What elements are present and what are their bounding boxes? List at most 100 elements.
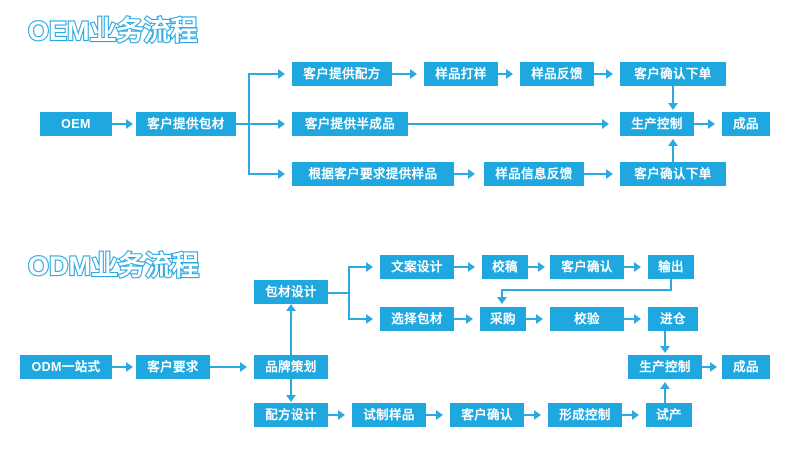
node-odm-production-control[interactable]: 生产控制 [628,355,702,379]
connector-odm-start-to-requirements [112,366,128,368]
node-odm-proofreading[interactable]: 校稿 [482,255,528,279]
connector-inspection-to-warehousing [624,318,640,320]
node-odm-form-control[interactable]: 形成控制 [548,403,622,427]
node-odm-finished-product[interactable]: 成品 [722,355,770,379]
connector-order-top-to-production [672,86,674,104]
connector-output-to-purchase-vertical [501,289,503,299]
connector-branch-to-semifinished [248,123,282,125]
arrowhead-odm-production-to-final [710,362,717,372]
connector-production-to-final [694,123,712,125]
arrowhead-semifinished-to-production [602,119,609,129]
arrowhead-confirm-to-form-control [534,410,541,420]
connector-packaging-to-branch [236,123,250,125]
connector-packaging-design-to-branch [328,292,350,294]
connector-output-to-purchase-horizontal [501,289,672,291]
connector-branch-to-sample-request [248,173,282,175]
connector-packaging-branch-vertical [348,266,350,319]
node-odm-packaging-design[interactable]: 包材设计 [254,280,328,304]
arrowhead-form-control-to-pilot [632,410,639,420]
node-odm-brand-planning[interactable]: 品牌策划 [254,355,328,379]
arrowhead-feedback-to-order [606,69,613,79]
node-odm-formula-design[interactable]: 配方设计 [254,403,328,427]
connector-oem-start-to-packaging [112,123,128,125]
arrowhead-purchase-to-inspection [536,314,543,324]
node-oem-sample-feedback[interactable]: 样品反馈 [520,62,594,86]
node-odm-customer-requirements[interactable]: 客户要求 [136,355,210,379]
connector-semifinished-to-production [408,123,604,125]
connector-warehousing-to-production [664,331,666,347]
node-odm-pilot-production[interactable]: 试产 [646,403,692,427]
connector-brand-to-formula-design [290,379,292,396]
connector-confirm-to-output [624,266,640,268]
arrowhead-branch-to-sample-request [278,169,285,179]
arrowhead-confirm-to-output [634,262,641,272]
arrowhead-order-bottom-to-production [668,139,678,146]
connector-sample-request-to-info [454,173,472,175]
node-oem-customer-formula[interactable]: 客户提供配方 [292,62,392,86]
arrowhead-warehousing-to-production [660,346,670,353]
arrowhead-info-to-order [606,169,613,179]
arrowhead-output-to-purchase [497,297,507,304]
connector-branch-to-copy-design [348,266,370,268]
connector-formula-to-sample [392,73,414,75]
arrowhead-formula-to-trial [338,410,345,420]
node-oem-customer-order-top[interactable]: 客户确认下单 [620,62,726,86]
node-odm-output[interactable]: 输出 [648,255,694,279]
node-odm-warehousing[interactable]: 进仓 [648,307,698,331]
node-oem-sample-making[interactable]: 样品打样 [424,62,498,86]
connector-trial-to-confirm [426,414,440,416]
connector-branch-to-formula [248,73,282,75]
node-oem-production-control[interactable]: 生产控制 [620,112,694,136]
connector-feedback-to-order [594,73,612,75]
connector-order-bottom-to-production [672,146,674,164]
node-odm-start[interactable]: ODM一站式 [20,355,112,379]
node-oem-sample-info-feedback[interactable]: 样品信息反馈 [484,162,584,186]
connector-proof-to-confirm [528,266,542,268]
arrowhead-select-to-purchase [466,314,473,324]
odm-section-title: ODM业务流程 [27,251,200,281]
connector-confirm-to-form-control [524,414,538,416]
arrowhead-production-to-final [708,119,715,129]
node-odm-trial-sample[interactable]: 试制样品 [352,403,426,427]
connector-info-to-order [584,173,610,175]
arrowhead-odm-start-to-requirements [126,362,133,372]
node-oem-customer-packaging[interactable]: 客户提供包材 [136,112,236,136]
node-odm-copy-design[interactable]: 文案设计 [380,255,454,279]
arrowhead-branch-to-formula [278,69,285,79]
node-oem-start[interactable]: OEM [40,112,112,136]
arrowhead-copy-to-proof [468,262,475,272]
node-odm-purchase[interactable]: 采购 [480,307,526,331]
node-odm-inspection[interactable]: 校验 [550,307,624,331]
node-oem-customer-semifinished[interactable]: 客户提供半成品 [292,112,408,136]
node-odm-customer-confirm-top[interactable]: 客户确认 [550,255,624,279]
arrowhead-branch-to-copy-design [366,262,373,272]
arrowhead-branch-to-select-packaging [366,314,373,324]
node-oem-sample-per-request[interactable]: 根据客户要求提供样品 [292,162,454,186]
node-odm-select-packaging[interactable]: 选择包材 [380,307,454,331]
connector-form-control-to-pilot [622,414,636,416]
arrowhead-sample-to-feedback [506,69,513,79]
arrowhead-oem-start-to-packaging [126,119,133,129]
arrowhead-proof-to-confirm [538,262,545,272]
node-oem-customer-order-bottom[interactable]: 客户确认下单 [620,162,726,186]
arrowhead-requirements-to-brand [240,362,247,372]
arrowhead-trial-to-confirm [436,410,443,420]
connector-output-down [670,279,672,291]
connector-formula-to-trial [328,414,342,416]
connector-select-to-purchase [454,318,470,320]
node-oem-finished-product[interactable]: 成品 [722,112,770,136]
arrowhead-pilot-to-production [660,382,670,389]
arrowhead-branch-to-semifinished [278,119,285,129]
connector-requirements-to-brand [210,366,244,368]
connector-pilot-to-production [664,387,666,403]
connector-odm-production-to-final [702,366,716,368]
connector-sample-to-feedback [498,73,512,75]
oem-section-title: OEM业务流程 [27,16,199,46]
arrowhead-order-top-to-production [668,103,678,110]
arrowhead-brand-to-formula-design [286,395,296,402]
connector-branch-to-select-packaging [348,318,370,320]
node-odm-customer-confirm-bottom[interactable]: 客户确认 [450,403,524,427]
arrowhead-inspection-to-warehousing [634,314,641,324]
connector-brand-to-packaging-design [290,311,292,355]
